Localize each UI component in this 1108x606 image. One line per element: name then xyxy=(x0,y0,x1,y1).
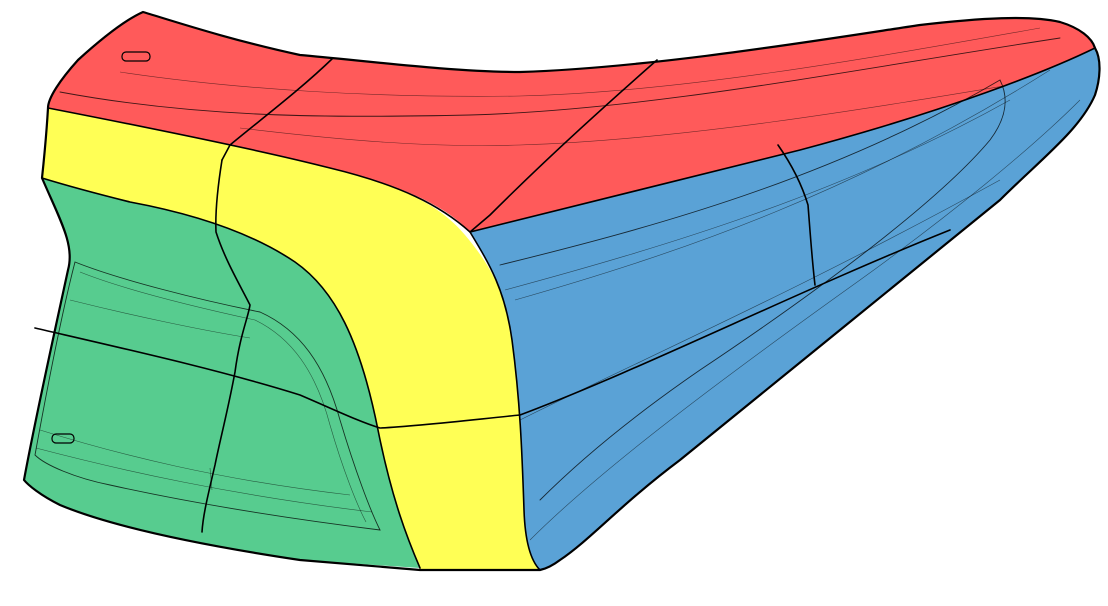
right-rib-4 xyxy=(529,99,1081,541)
seam-horizontal-lower xyxy=(34,229,951,429)
left-lamp-panel xyxy=(34,261,381,531)
front-face-fill xyxy=(42,108,540,570)
top-rib-1 xyxy=(59,37,1061,117)
seam-front-right-edge xyxy=(469,231,541,571)
right-rib-1 xyxy=(499,79,1006,501)
seam-lines xyxy=(34,47,1096,571)
seam-left-front-edge xyxy=(41,177,421,569)
seam-top-front-edge xyxy=(47,47,1096,233)
top-face-fill xyxy=(48,12,1095,232)
right-face-fill xyxy=(470,48,1100,570)
seam-top-diagonal-right xyxy=(469,59,658,233)
left-lamp-rib-3 xyxy=(35,447,373,513)
left-slot-icon xyxy=(51,433,75,444)
top-face xyxy=(48,12,1095,232)
part-outline xyxy=(22,10,1101,572)
top-rib-2 xyxy=(119,27,1041,97)
right-rib-2 xyxy=(504,99,1011,291)
seam-right-vertical xyxy=(777,144,816,286)
top-rib-3 xyxy=(239,79,1041,146)
right-face xyxy=(470,48,1100,570)
seam-top-vertical-left xyxy=(221,57,334,161)
left-lamp-rib-2 xyxy=(39,429,351,496)
front-face xyxy=(42,108,540,570)
seam-front-vertical xyxy=(201,159,251,533)
left-lamp-panel-inner xyxy=(79,271,367,523)
right-rib-3 xyxy=(514,69,1051,301)
left-lamp-rib-1 xyxy=(69,299,251,339)
top-slot-icon xyxy=(121,51,151,62)
